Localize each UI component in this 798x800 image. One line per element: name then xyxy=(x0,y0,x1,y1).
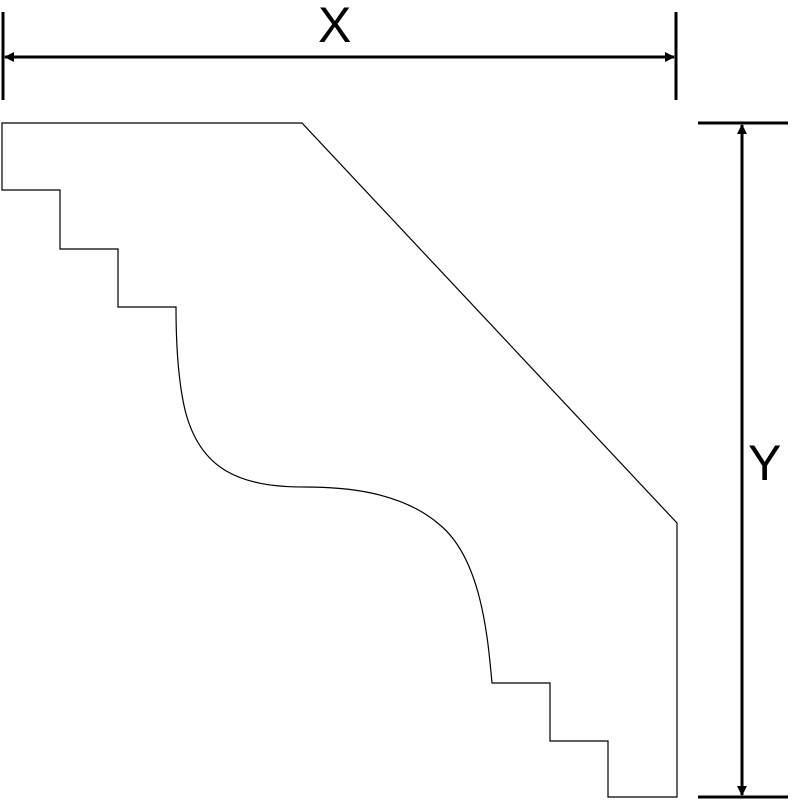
molding-profile xyxy=(1,122,678,798)
x-dimension xyxy=(1,12,678,100)
y-dimension xyxy=(698,121,788,799)
x-dimension-label: X xyxy=(318,0,352,53)
y-dimension-label: Y xyxy=(748,435,782,491)
